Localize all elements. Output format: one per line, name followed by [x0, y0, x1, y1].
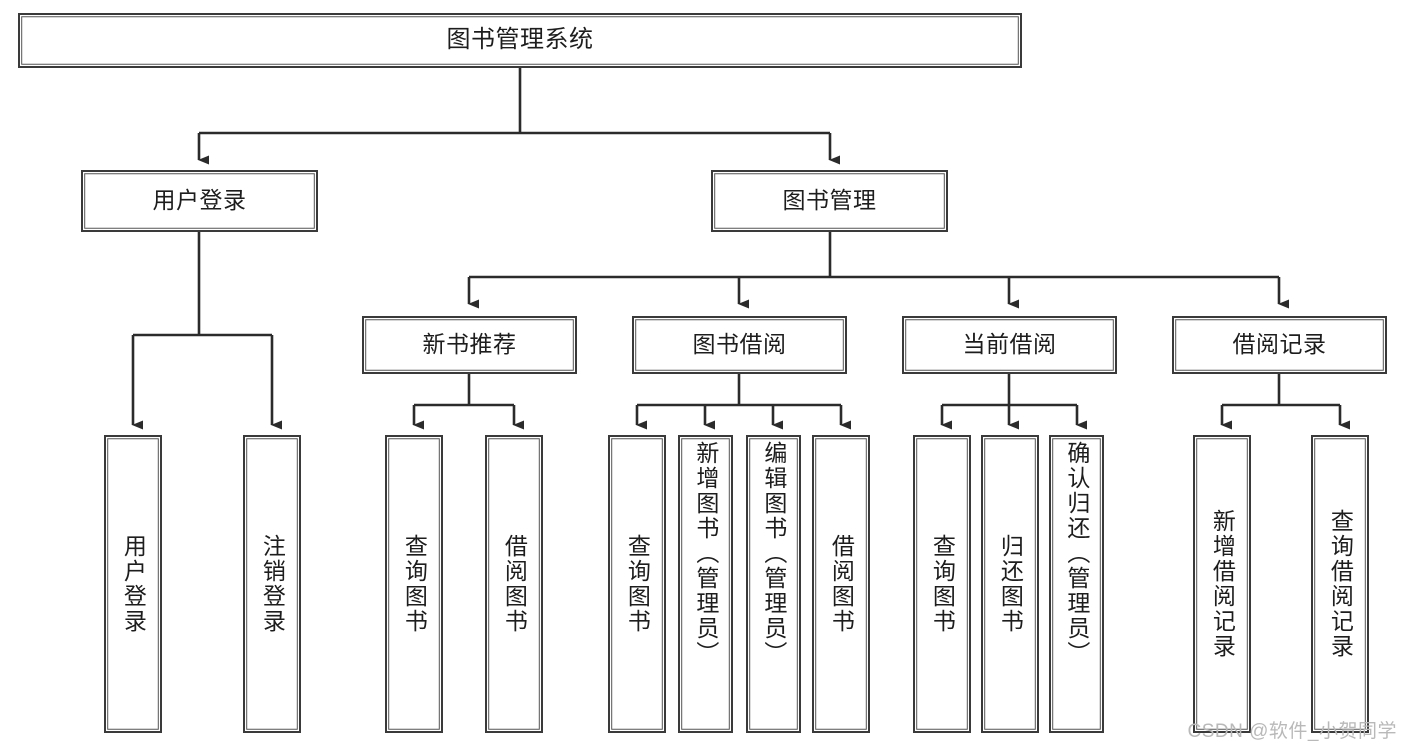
leaf-edit-book-admin[interactable]: 编辑图书（管理员）: [746, 435, 801, 733]
node-label: 编辑图书（管理员）: [760, 441, 787, 666]
node-root-system[interactable]: 图书管理系统: [18, 13, 1022, 68]
leaf-return-books[interactable]: 归还图书: [981, 435, 1039, 733]
node-label: 查询图书: [929, 534, 956, 634]
leaf-add-book-admin[interactable]: 新增图书（管理员）: [678, 435, 733, 733]
leaf-borrow-books[interactable]: 借阅图书: [812, 435, 870, 733]
leaf-query-books-borrow[interactable]: 查询图书: [608, 435, 666, 733]
node-label: 查询图书: [401, 534, 428, 634]
node-label: 图书管理系统: [446, 26, 594, 54]
node-label: 查询借阅记录: [1327, 509, 1354, 659]
leaf-borrow-books-recommend[interactable]: 借阅图书: [485, 435, 543, 733]
node-label: 新增借阅记录: [1209, 509, 1236, 659]
node-label: 新书推荐: [422, 331, 517, 358]
node-label: 归还图书: [997, 534, 1024, 634]
leaf-logout[interactable]: 注销登录: [243, 435, 301, 733]
leaf-query-books-recommend[interactable]: 查询图书: [385, 435, 443, 733]
node-current-borrow[interactable]: 当前借阅: [902, 316, 1117, 374]
leaf-user-login[interactable]: 用户登录: [104, 435, 162, 733]
watermark-text: CSDN @软件_小贺同学: [1187, 721, 1397, 742]
node-label: 图书管理: [782, 187, 877, 214]
node-label: 当前借阅: [962, 331, 1057, 358]
node-new-book-recommend[interactable]: 新书推荐: [362, 316, 577, 374]
node-label: 查询图书: [624, 534, 651, 634]
leaf-add-borrow-record[interactable]: 新增借阅记录: [1193, 435, 1251, 733]
node-label: 用户登录: [120, 534, 147, 634]
node-user-login[interactable]: 用户登录: [81, 170, 318, 232]
leaf-query-borrow-record[interactable]: 查询借阅记录: [1311, 435, 1369, 733]
node-label: 借阅记录: [1232, 331, 1327, 358]
leaf-confirm-return-admin[interactable]: 确认归还（管理员）: [1049, 435, 1104, 733]
node-label: 图书借阅: [692, 331, 787, 358]
node-label: 新增图书（管理员）: [692, 441, 719, 666]
node-label: 确认归还（管理员）: [1063, 441, 1090, 666]
node-label: 用户登录: [152, 187, 247, 214]
node-book-borrow[interactable]: 图书借阅: [632, 316, 847, 374]
node-label: 借阅图书: [501, 534, 528, 634]
leaf-query-books-current[interactable]: 查询图书: [913, 435, 971, 733]
node-label: 注销登录: [259, 534, 286, 634]
node-label: 借阅图书: [828, 534, 855, 634]
node-book-management[interactable]: 图书管理: [711, 170, 948, 232]
node-borrow-records[interactable]: 借阅记录: [1172, 316, 1387, 374]
